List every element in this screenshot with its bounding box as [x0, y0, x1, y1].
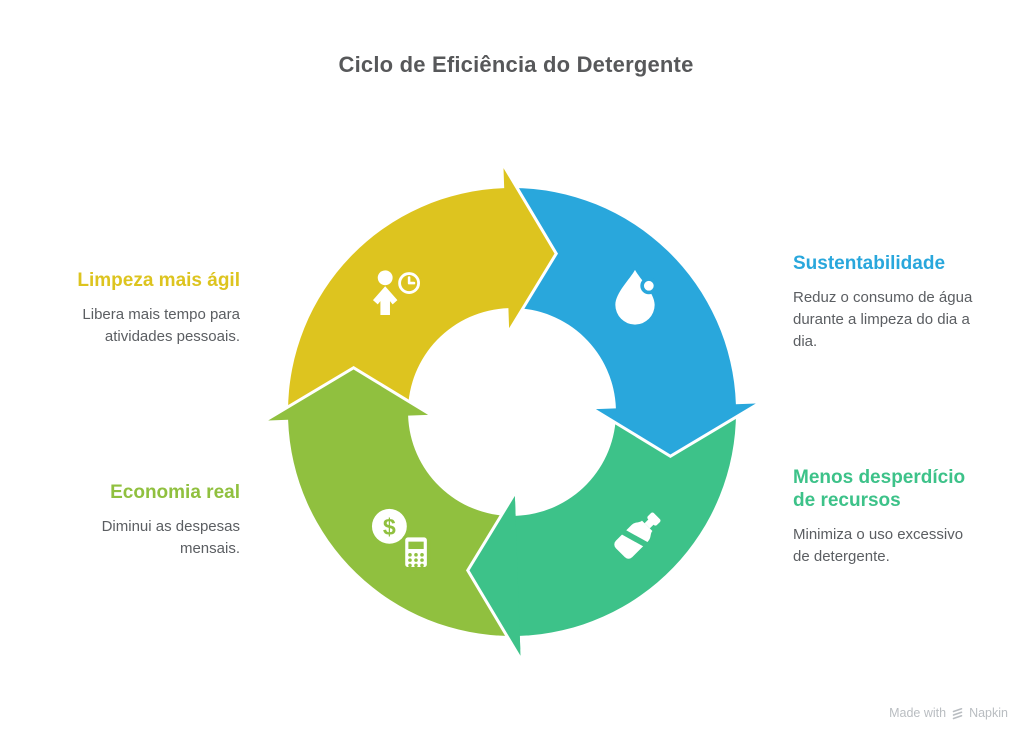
segment-menos-desperdicio: [465, 409, 740, 658]
water-drop-icon: [615, 269, 658, 325]
napkin-logo-icon: [952, 707, 963, 719]
person-clock-icon: [372, 269, 423, 315]
step-limpeza-body: Libera mais tempo para atividades pessoa…: [82, 306, 240, 345]
segment-economia: [266, 365, 515, 640]
step-menos-desperdicio: Menos desperdício de recursos Minimiza o…: [793, 466, 989, 568]
made-with-napkin: Made with Napkin: [889, 706, 1008, 720]
made-with-label: Made with: [889, 706, 947, 720]
step-limpeza-heading: Limpeza mais ágil: [77, 270, 240, 291]
step-sustentabilidade: Sustentabilidade Reduz o consumo de água…: [793, 252, 993, 353]
step-sustentabilidade-heading: Sustentabilidade: [793, 253, 946, 274]
napkin-brand-label: Napkin: [969, 706, 1008, 720]
step-economia-body: Diminui as despesas mensais.: [101, 518, 240, 557]
detergent-bottle-icon: [614, 512, 661, 559]
segment-green-arrowhead: [469, 495, 521, 656]
step-economia: Economia real Diminui as despesas mensai…: [36, 481, 240, 560]
step-menos-desperdicio-heading: Menos desperdício de recursos: [793, 467, 966, 511]
svg-text:$: $: [383, 514, 396, 540]
coin-calculator-icon: $: [371, 508, 431, 571]
step-economia-heading: Economia real: [110, 482, 240, 503]
step-sustentabilidade-body: Reduz o consumo de água durante a limpez…: [793, 289, 973, 350]
step-menos-desperdicio-body: Minimiza o uso excessivo de detergente.: [793, 526, 964, 565]
page-title: Ciclo de Eficiência do Detergente: [338, 52, 694, 77]
step-limpeza: Limpeza mais ágil Libera mais tempo para…: [36, 269, 240, 348]
segment-limpeza: [284, 166, 559, 415]
